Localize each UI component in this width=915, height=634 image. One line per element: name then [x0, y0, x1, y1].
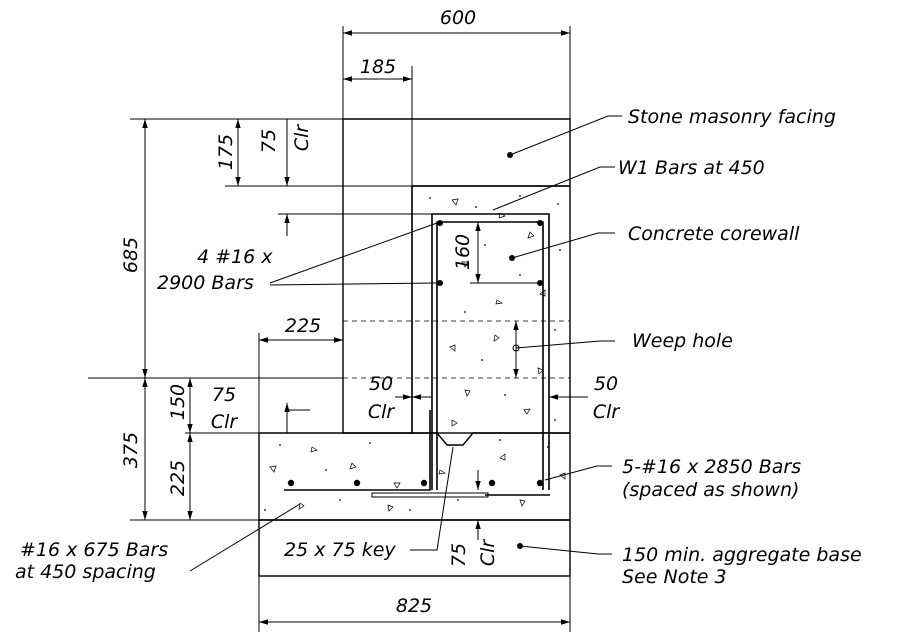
dim-side-clear-left-label: Clr	[368, 401, 396, 423]
concrete-corewall	[343, 185, 571, 434]
label-weep-hole: Weep hole	[632, 330, 733, 352]
dimension-texts: 600 185 175 75 Clr 685 160 225 50 Clr 50…	[120, 7, 620, 617]
key-bar	[371, 492, 489, 498]
leader-lines	[189, 115, 622, 572]
dim-footing-clear-label: Clr	[211, 411, 239, 433]
label-stone-facing: Stone masonry facing	[628, 106, 836, 128]
concrete-footing	[258, 432, 571, 521]
label-corewall: Concrete corewall	[628, 223, 800, 245]
dim-clear-top: 75	[258, 129, 280, 153]
dim-facing-thickness: 185	[360, 56, 396, 78]
dim-wall-height: 685	[120, 237, 142, 273]
dim-base-clear-label: Clr	[477, 539, 499, 567]
label-675-bars-line1: #16 x 675 Bars	[20, 539, 168, 561]
footing-bar-left	[284, 410, 431, 491]
label-base-line1: 150 min. aggregate base	[622, 544, 862, 566]
bar-dots	[287, 220, 544, 487]
dim-footing-upper: 150	[167, 384, 189, 420]
label-4-bars-line2: 2900 Bars	[157, 272, 254, 294]
reinforcing-bars	[284, 213, 550, 498]
dim-side-clear-right-label: Clr	[593, 401, 621, 423]
w1-bar-inner	[431, 213, 550, 490]
dim-base-width: 825	[396, 595, 432, 617]
dim-clear-top-label: Clr	[291, 124, 313, 152]
dim-footing-total: 375	[120, 432, 142, 468]
dim-side-clear-right: 50	[594, 373, 618, 395]
callout-texts: Stone masonry facing W1 Bars at 450 Conc…	[15, 106, 862, 588]
label-675-bars-line2: at 450 spacing	[15, 561, 156, 583]
w1-bar	[436, 221, 544, 490]
dim-top-width: 600	[440, 7, 476, 29]
label-key: 25 x 75 key	[284, 539, 396, 561]
dim-rebar-spacing: 160	[452, 234, 474, 270]
dimension-lines	[142, 30, 588, 625]
label-5-bars-line2: (spaced as shown)	[622, 479, 799, 501]
label-4-bars-line1: 4 #16 x	[197, 246, 273, 268]
label-w1-bars: W1 Bars at 450	[618, 157, 765, 179]
dim-side-clear-left: 50	[369, 373, 393, 395]
aggregate-base	[258, 519, 571, 577]
dim-heel-width: 225	[285, 315, 321, 337]
label-5-bars-line1: 5-#16 x 2850 Bars	[622, 456, 801, 478]
dim-footing-lower: 225	[167, 460, 189, 496]
label-base-line2: See Note 3	[622, 566, 727, 588]
dim-facing-height: 175	[215, 134, 237, 170]
extension-lines	[88, 26, 571, 632]
dim-footing-clear: 75	[212, 384, 236, 406]
dim-base-clear: 75	[448, 543, 470, 567]
